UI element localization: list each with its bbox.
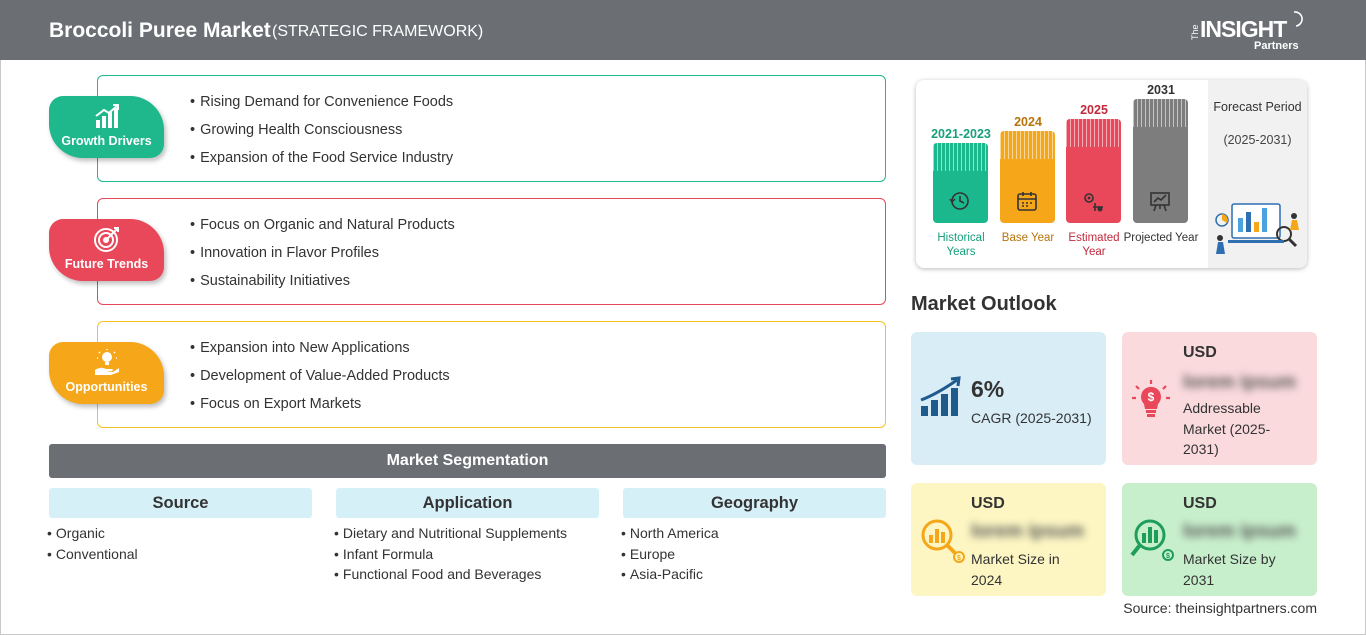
logo-swoosh-icon xyxy=(1293,11,1303,27)
segment-list-geography: North America Europe Asia-Pacific xyxy=(621,525,719,587)
list-item: North America xyxy=(621,525,719,546)
addressable-usd: USD xyxy=(1183,344,1217,361)
svg-text:$: $ xyxy=(1166,553,1170,560)
growth-drivers-list: Rising Demand for Convenience Foods Grow… xyxy=(190,94,453,178)
list-item: Expansion into New Applications xyxy=(190,340,450,368)
timeline-label: Historical Years xyxy=(937,232,985,258)
size2024-label: Market Size in 2024 xyxy=(971,551,1060,588)
forecast-period-label: Forecast Period xyxy=(1213,100,1302,114)
badge-label: Opportunities xyxy=(65,380,148,394)
timeline-bar xyxy=(1000,131,1055,223)
list-item: Focus on Organic and Natural Products xyxy=(190,217,455,245)
size2031-label: Market Size by 2031 xyxy=(1183,551,1276,588)
list-item: Organic xyxy=(47,525,138,546)
segment-list-application: Dietary and Nutritional Supplements Infa… xyxy=(334,525,567,587)
growth-chart-icon xyxy=(95,104,119,128)
future-trends-badge: Future Trends xyxy=(49,219,164,281)
idea-dollar-icon: $ xyxy=(1132,380,1170,417)
list-item: Dietary and Nutritional Supplements xyxy=(334,525,567,546)
projection-board-icon xyxy=(1150,192,1170,212)
segment-list-source: Organic Conventional xyxy=(47,525,138,566)
timeline-bar xyxy=(1066,119,1121,223)
market-size-search-icon: $ xyxy=(921,519,965,563)
list-item: Europe xyxy=(621,546,719,567)
size2031-usd: USD xyxy=(1183,495,1217,512)
insight-partners-logo[interactable]: The INSIGHT Partners xyxy=(1186,10,1316,54)
history-clock-icon xyxy=(949,192,969,210)
cagr-value: 6% xyxy=(971,376,1005,402)
logo-insight: INSIGHT xyxy=(1200,16,1287,42)
forecast-analytics-icon xyxy=(1215,203,1299,254)
timeline-bar xyxy=(1133,99,1188,223)
opportunities-list: Expansion into New Applications Developm… xyxy=(190,340,450,424)
timeline-year: 2021-2023 xyxy=(931,127,991,141)
list-item: Expansion of the Food Service Industry xyxy=(190,150,453,178)
list-item: Innovation in Flavor Profiles xyxy=(190,245,455,273)
header-bar: Broccoli Puree Market (STRATEGIC FRAMEWO… xyxy=(0,0,1366,60)
list-item: Functional Food and Beverages xyxy=(334,566,567,587)
growth-chart-icon xyxy=(920,376,961,416)
addressable-market-box: $ USD lorem ipsum Addressable Market (20… xyxy=(1122,332,1317,465)
timeline-year: 2031 xyxy=(1147,83,1175,97)
segment-head-source: Source xyxy=(49,488,312,518)
timeline-label: Base Year xyxy=(1001,232,1055,244)
calendar-icon xyxy=(1017,192,1037,211)
cagr-box: 6% CAGR (2025-2031) xyxy=(911,332,1106,465)
target-icon xyxy=(94,227,119,252)
svg-text:$: $ xyxy=(1148,390,1155,404)
list-item: Asia-Pacific xyxy=(621,566,719,587)
growth-drivers-card: Rising Demand for Convenience Foods Grow… xyxy=(97,75,886,182)
future-trends-card: Focus on Organic and Natural Products In… xyxy=(97,198,886,305)
timeline-year: 2024 xyxy=(1014,115,1042,129)
list-item: Focus on Export Markets xyxy=(190,396,450,424)
idea-hand-icon xyxy=(95,349,119,375)
addressable-value: lorem ipsum xyxy=(1183,372,1296,393)
list-item: Conventional xyxy=(47,546,138,567)
list-item: Growing Health Consciousness xyxy=(190,122,453,150)
list-item: Sustainability Initiatives xyxy=(190,273,455,301)
future-trends-list: Focus on Organic and Natural Products In… xyxy=(190,217,455,301)
market-size-2031-box: $ USD lorem ipsum Market Size by 2031 xyxy=(1122,483,1317,596)
timeline-label: Projected Year xyxy=(1123,232,1199,244)
logo-the: The xyxy=(1190,24,1200,40)
opportunities-card: Expansion into New Applications Developm… xyxy=(97,321,886,428)
growth-drivers-badge: Growth Drivers xyxy=(49,96,164,158)
source-credit[interactable]: Source: theinsightpartners.com xyxy=(1123,600,1317,616)
market-outlook-title: Market Outlook xyxy=(911,293,1057,315)
size2024-usd: USD xyxy=(971,495,1005,512)
market-segmentation-title: Market Segmentation xyxy=(49,444,886,478)
market-size-2024-box: $ USD lorem ipsum Market Size in 2024 xyxy=(911,483,1106,596)
page-title: Broccoli Puree Market xyxy=(49,19,271,42)
estimate-gears-icon xyxy=(1084,193,1103,212)
segment-head-geography: Geography xyxy=(623,488,886,518)
badge-label: Growth Drivers xyxy=(61,134,152,148)
size2024-value: lorem ipsum xyxy=(971,521,1084,542)
addressable-label: Addressable Market (2025-2031) xyxy=(1183,400,1271,457)
list-item: Development of Value-Added Products xyxy=(190,368,450,396)
cagr-label: CAGR (2025-2031) xyxy=(971,410,1092,426)
segment-head-application: Application xyxy=(336,488,599,518)
badge-label: Future Trends xyxy=(64,257,149,271)
opportunities-badge: Opportunities xyxy=(49,342,164,404)
list-item: Rising Demand for Convenience Foods xyxy=(190,94,453,122)
forecast-period-years: (2025-2031) xyxy=(1223,133,1292,147)
timeline-year: 2025 xyxy=(1080,103,1108,117)
page-subtitle: (STRATEGIC FRAMEWORK) xyxy=(272,23,484,40)
size2031-value: lorem ipsum xyxy=(1183,521,1296,542)
timeline-label: Estimated Year xyxy=(1068,232,1120,258)
list-item: Infant Formula xyxy=(334,546,567,567)
svg-text:$: $ xyxy=(957,555,961,562)
logo-partners: Partners xyxy=(1254,40,1299,52)
market-size-search-icon: $ xyxy=(1130,519,1174,561)
